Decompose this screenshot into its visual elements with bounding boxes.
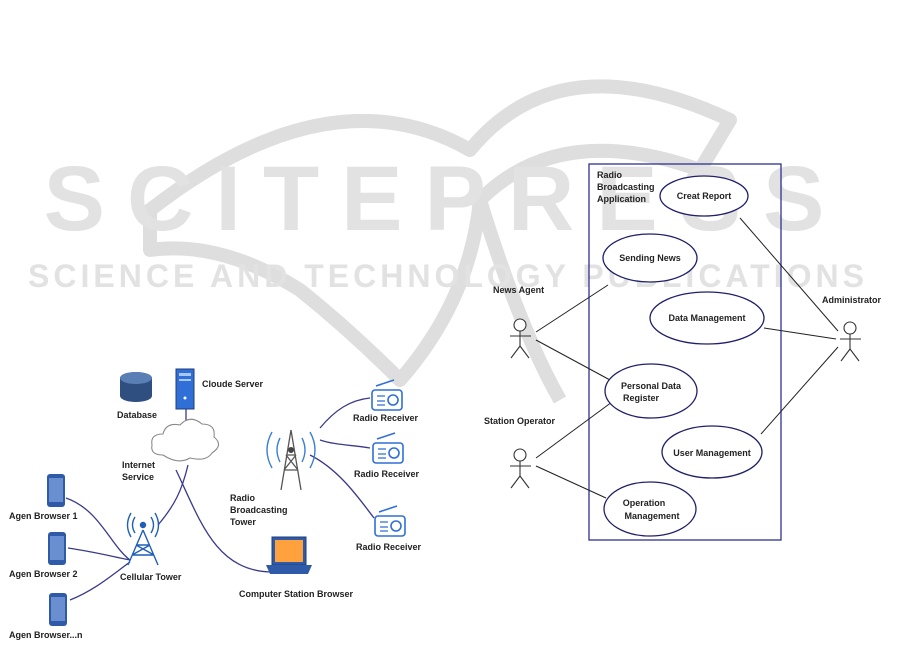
database-icon (120, 372, 152, 402)
actor-news-agent-icon (510, 318, 531, 359)
watermark-subtitle: SCIENCE AND TECHNOLOGY PUBLICATIONS (28, 258, 868, 294)
radio-receiver-icon-2 (372, 432, 404, 464)
use-case-creat-report-label: Creat Report (677, 191, 732, 201)
agent-browser-3-label: Agen Browser...n (9, 630, 83, 640)
network-connections (65, 397, 375, 601)
link-tower-receiver3 (309, 454, 375, 519)
assoc-admin-user (760, 346, 839, 435)
server-label: Cloude Server (202, 379, 264, 389)
use-case-sending-news-label: Sending News (619, 253, 681, 263)
use-case-personal-data-label-line1: Personal Data (621, 381, 682, 391)
cellular-tower-label: Cellular Tower (120, 572, 182, 582)
use-case-operation-management: Operation Management (603, 481, 697, 537)
computer-station-label: Computer Station Browser (239, 589, 354, 599)
internet-label-line1: Internet (122, 460, 155, 470)
radio-tower-label-line3: Tower (230, 517, 256, 527)
use-case-operation-label-line1: Operation (623, 498, 666, 508)
use-case-sending-news: Sending News (602, 233, 698, 283)
cellular-tower-icon (126, 512, 160, 566)
link-agent1-cellular (65, 497, 131, 561)
phone-icon-2 (48, 532, 66, 565)
use-case-associations (535, 217, 839, 499)
radio-tower-label-line1: Radio (230, 493, 256, 503)
radio-receiver-1-label: Radio Receiver (353, 413, 419, 423)
watermark: SCITEPRESS SCIENCE AND TECHNOLOGY PUBLIC… (28, 79, 868, 404)
radio-tower-icon (266, 429, 316, 491)
radio-receiver-icon-1 (371, 379, 403, 411)
radio-receiver-icon-3 (374, 505, 406, 537)
system-boundary (588, 163, 782, 541)
actor-station-operator-label: Station Operator (484, 416, 556, 426)
phone-icon-1 (47, 474, 65, 507)
use-case-creat-report: Creat Report (659, 175, 749, 217)
phone-icon-3 (49, 593, 67, 626)
assoc-newsagent-personal (535, 339, 611, 381)
use-case-operation-label-line2: Management (624, 511, 679, 521)
link-tower-receiver2 (319, 439, 371, 449)
link-cloud-computer (175, 469, 271, 573)
assoc-admin-report (739, 217, 839, 332)
server-icon (175, 368, 195, 410)
actor-administrator-icon (840, 321, 861, 362)
actor-administrator-label: Administrator (822, 295, 882, 305)
use-case-user-management: User Management (661, 425, 763, 479)
cloud-icon (151, 418, 220, 462)
link-agent3-cellular (69, 561, 131, 601)
laptop-icon (266, 536, 312, 574)
system-label-line3: Application (597, 194, 646, 204)
system-label-line2: Broadcasting (597, 182, 655, 192)
link-agent2-cellular (67, 547, 131, 561)
radio-tower-label-line2: Broadcasting (230, 505, 288, 515)
use-case-personal-data-register: Personal Data Register (604, 363, 698, 419)
watermark-book-icon (143, 79, 737, 404)
radio-receiver-3-label: Radio Receiver (356, 542, 422, 552)
link-cloud-cellular (157, 464, 189, 526)
system-label-line1: Radio (597, 170, 623, 180)
actor-station-operator-icon (510, 448, 531, 489)
link-tower-receiver1 (319, 397, 371, 429)
agent-browser-2-label: Agen Browser 2 (9, 569, 78, 579)
database-label: Database (117, 410, 157, 420)
internet-label-line2: Service (122, 472, 154, 482)
radio-receiver-2-label: Radio Receiver (354, 469, 420, 479)
assoc-operator-personal (535, 401, 613, 459)
use-case-user-management-label: User Management (673, 448, 751, 458)
assoc-newsagent-sending (535, 284, 609, 333)
assoc-admin-data (763, 327, 837, 340)
use-case-personal-data-label-line2: Register (623, 393, 660, 403)
actor-news-agent-label: News Agent (493, 285, 544, 295)
use-case-data-management: Data Management (649, 291, 765, 345)
agent-browser-1-label: Agen Browser 1 (9, 511, 78, 521)
use-case-data-management-label: Data Management (668, 313, 745, 323)
assoc-operator-operation (535, 465, 607, 499)
